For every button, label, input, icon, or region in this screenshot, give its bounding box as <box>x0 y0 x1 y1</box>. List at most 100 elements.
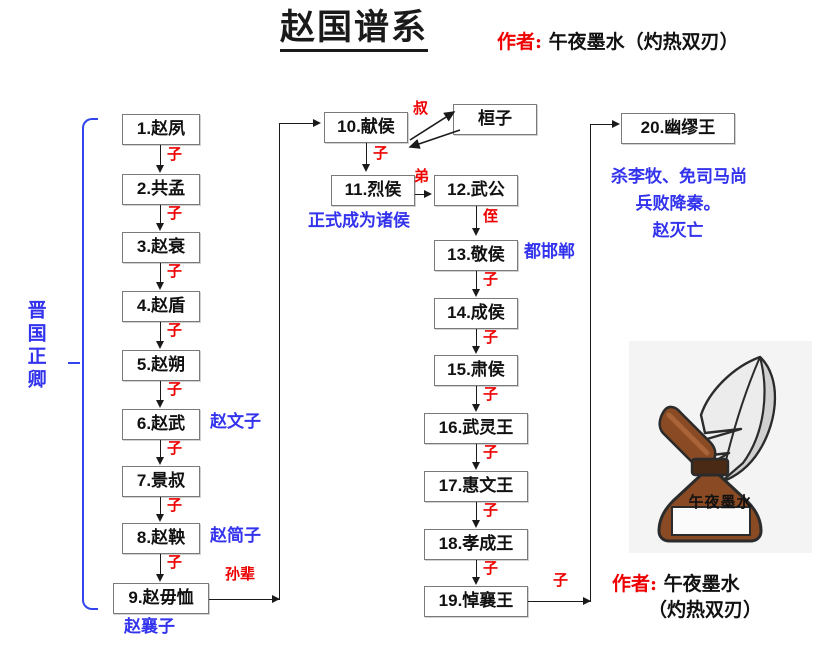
edge-label-n7-n8: 子 <box>167 496 183 514</box>
note-n20-line2: 兵败降秦。 <box>635 194 721 214</box>
edge-n13-n14 <box>476 271 477 290</box>
note-n20-line1: 杀李牧、免司马尚 <box>611 167 747 187</box>
node-n5[interactable]: 5.赵朔 <box>122 350 200 381</box>
node-n1[interactable]: 1.赵夙 <box>122 114 200 145</box>
alias-n8: 赵简子 <box>210 526 261 546</box>
watermark-logo: 午夜墨水 <box>629 341 812 553</box>
node-n9[interactable]: 9.赵毋恤 <box>113 583 209 614</box>
edge-n19-n20-mid-arrowhead <box>583 596 591 605</box>
edge-n1-n2-arrowhead <box>156 165 164 173</box>
edge-n9-n10-seg-v <box>279 123 280 600</box>
edge-label-n11-n12: 弟 <box>414 167 430 185</box>
edge-n18-n19-arrowhead <box>472 577 480 585</box>
footer-author-label: 作者: <box>612 573 658 595</box>
node-n15[interactable]: 15.肃侯 <box>434 355 518 386</box>
edge-n2-n3 <box>160 205 161 224</box>
edge-n17-n18-arrowhead <box>472 520 480 528</box>
page-title: 赵国谱系 <box>280 9 429 52</box>
edge-n6-n7 <box>160 440 161 458</box>
edge-n19-n20-seg-h2 <box>590 124 616 125</box>
edge-n8-n9 <box>160 554 161 575</box>
alias-n9: 赵襄子 <box>124 617 175 637</box>
edge-n4-n5-arrowhead <box>156 341 164 349</box>
edge-label-n16-n17: 子 <box>483 443 499 461</box>
node-huanzi[interactable]: 桓子 <box>453 104 537 135</box>
edge-n11-n12-arrowhead <box>424 189 432 198</box>
node-n12[interactable]: 12.武公 <box>434 175 518 206</box>
edge-n8-n9-arrowhead <box>156 574 164 582</box>
edge-label-n1-n2: 子 <box>167 145 183 163</box>
node-n16[interactable]: 16.武灵王 <box>424 413 528 444</box>
edge-n6-n7-arrowhead <box>156 457 164 465</box>
edge-n10-n11-arrowhead <box>362 164 370 172</box>
alias-n6: 赵文子 <box>210 412 261 432</box>
node-n19[interactable]: 19.悼襄王 <box>424 586 528 617</box>
edge-n10-huanzi-arrows <box>408 111 461 149</box>
edge-n11-n12 <box>415 194 428 195</box>
node-n13[interactable]: 13.敬侯 <box>434 240 518 271</box>
edge-n9-n10-seg-h2 <box>279 123 318 124</box>
node-n4[interactable]: 4.赵盾 <box>122 291 200 322</box>
edge-n5-n6 <box>160 381 161 401</box>
edge-n4-n5 <box>160 322 161 342</box>
jin-minister-brace <box>82 118 98 610</box>
edge-n18-n19 <box>476 560 477 578</box>
node-n3[interactable]: 3.赵衰 <box>122 232 200 263</box>
edge-label-n10-huanzi: 叔 <box>413 99 429 117</box>
edge-label-n3-n4: 子 <box>167 262 183 280</box>
edge-n3-n4-arrowhead <box>156 282 164 290</box>
node-n11[interactable]: 11.烈侯 <box>331 175 415 206</box>
edge-n16-n17-arrowhead <box>472 462 480 470</box>
edge-label-n12-n13: 侄 <box>483 207 499 225</box>
inkwell-quill-icon <box>657 355 777 543</box>
edge-label-n13-n14: 子 <box>483 270 499 288</box>
note-n20-line3: 赵灭亡 <box>652 221 704 241</box>
edge-label-n15-n16: 子 <box>483 385 499 403</box>
node-n18[interactable]: 18.孝成王 <box>424 529 528 560</box>
node-n20[interactable]: 20.幽缪王 <box>621 113 735 144</box>
edge-label-n6-n7: 子 <box>167 439 183 457</box>
edge-n15-n16-arrowhead <box>472 404 480 412</box>
edge-label-n17-n18: 子 <box>483 501 499 519</box>
note-n13: 都邯郸 <box>524 242 575 262</box>
node-n6[interactable]: 6.赵武 <box>122 409 200 440</box>
edge-n9-n10-arrowhead <box>313 118 321 127</box>
header-author-label: 作者: <box>497 31 543 53</box>
edge-label-n14-n15: 子 <box>483 328 499 346</box>
edge-n1-n2 <box>160 145 161 166</box>
edge-label-n19-n20: 子 <box>553 571 569 589</box>
edge-n9-n10-seg-h1 <box>209 599 279 600</box>
edge-label-n18-n19: 子 <box>483 559 499 577</box>
edge-n16-n17 <box>476 444 477 463</box>
edge-n7-n8 <box>160 497 161 515</box>
node-n10[interactable]: 10.献侯 <box>324 112 408 143</box>
jin-minister-bracket-label: 晋国正卿 <box>24 300 47 392</box>
edge-n17-n18 <box>476 502 477 521</box>
node-n14[interactable]: 14.成侯 <box>434 298 518 329</box>
footer-author: 作者: 午夜墨水 （灼热双刃） <box>612 572 762 623</box>
edge-n7-n8-arrowhead <box>156 514 164 522</box>
footer-author-name-line2: （灼热双刃） <box>648 598 763 621</box>
edge-n5-n6-arrowhead <box>156 400 164 408</box>
node-n8[interactable]: 8.赵鞅 <box>122 523 200 554</box>
node-n7[interactable]: 7.景叔 <box>122 466 200 497</box>
logo-caption: 午夜墨水 <box>688 493 753 511</box>
edge-label-n5-n6: 子 <box>167 380 183 398</box>
edge-n14-n15-arrowhead <box>472 346 480 354</box>
edge-n12-n13 <box>476 206 477 228</box>
edge-label-n10-n11: 子 <box>373 144 389 162</box>
header-author: 作者: 午夜墨水（灼热双刃） <box>497 27 739 54</box>
edge-n19-n20-seg-v <box>590 124 591 602</box>
header-author-name: 午夜墨水（灼热双刃） <box>548 31 739 53</box>
edge-label-n9-n10: 孙辈 <box>225 565 256 583</box>
edge-n2-n3-arrowhead <box>156 223 164 231</box>
edge-n14-n15 <box>476 329 477 347</box>
edge-n19-n20-arrowhead <box>612 119 620 128</box>
note-n11: 正式成为诸侯 <box>308 211 410 231</box>
node-n2[interactable]: 2.共孟 <box>122 174 200 205</box>
edge-label-n2-n3: 子 <box>167 204 183 222</box>
footer-author-name-line1: 午夜墨水 <box>663 573 740 595</box>
jin-minister-brace-nub <box>68 362 80 364</box>
node-n17[interactable]: 17.惠文王 <box>424 471 528 502</box>
